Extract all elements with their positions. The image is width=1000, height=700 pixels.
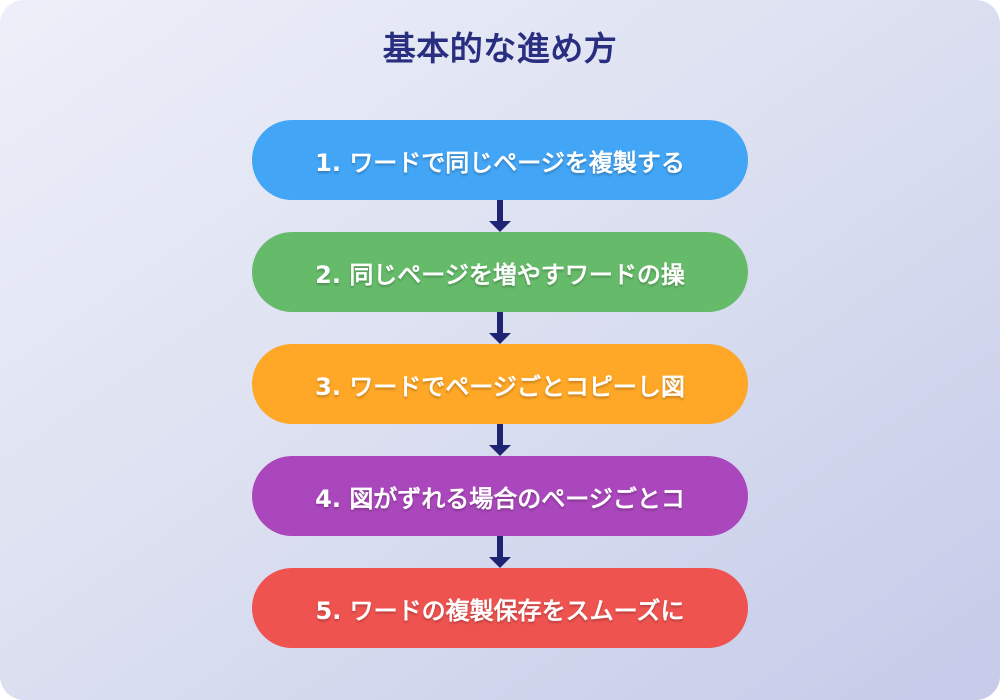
step-label: 5. ワードの複製保存をスムーズに	[315, 596, 685, 625]
flow-step: 1. ワードで同じページを複製する	[252, 120, 748, 232]
arrow-stem	[497, 536, 503, 557]
step-pill: 2. 同じページを増やすワードの操	[252, 232, 748, 312]
arrow-down-icon	[489, 536, 511, 568]
arrow-head	[489, 445, 511, 456]
step-label: 2. 同じページを増やすワードの操	[315, 260, 685, 289]
arrow-head	[489, 333, 511, 344]
arrow-stem	[497, 424, 503, 445]
arrow-down-icon	[489, 312, 511, 344]
flow-step: 3. ワードでページごとコピーし図	[252, 344, 748, 456]
diagram-title: 基本的な進め方	[382, 29, 618, 68]
arrow-head	[489, 557, 511, 568]
step-label: 4. 図がずれる場合のページごとコ	[315, 484, 685, 513]
step-pill: 5. ワードの複製保存をスムーズに	[252, 568, 748, 648]
step-pill: 4. 図がずれる場合のページごとコ	[252, 456, 748, 536]
arrow-head	[489, 221, 511, 232]
step-label: 3. ワードでページごとコピーし図	[315, 372, 685, 401]
flow-step: 4. 図がずれる場合のページごとコ	[252, 456, 748, 568]
arrow-down-icon	[489, 200, 511, 232]
step-label: 1. ワードで同じページを複製する	[315, 148, 685, 177]
arrow-down-icon	[489, 424, 511, 456]
step-pill: 1. ワードで同じページを複製する	[252, 120, 748, 200]
flow-step: 2. 同じページを増やすワードの操	[252, 232, 748, 344]
arrow-stem	[497, 200, 503, 221]
flow-steps: 1. ワードで同じページを複製する 2. 同じページを増やすワードの操 3. ワ…	[252, 120, 748, 648]
arrow-stem	[497, 312, 503, 333]
flow-step: 5. ワードの複製保存をスムーズに	[252, 568, 748, 648]
step-pill: 3. ワードでページごとコピーし図	[252, 344, 748, 424]
